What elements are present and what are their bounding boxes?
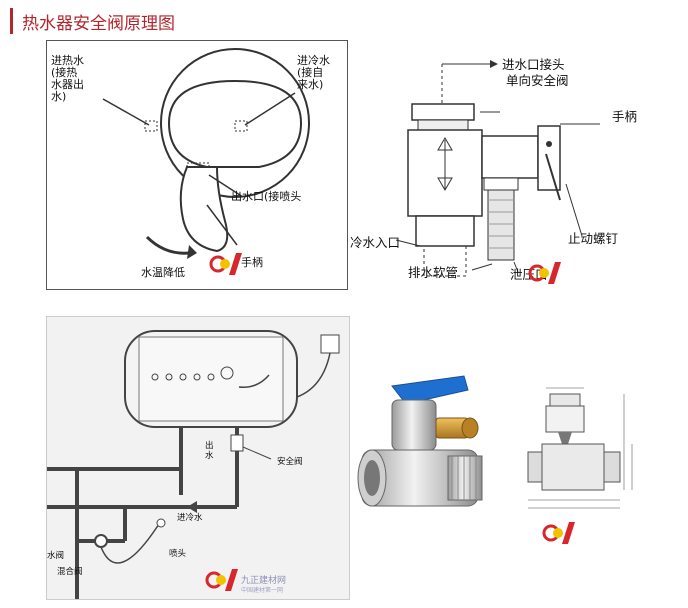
valve-photo-panel [352, 360, 502, 530]
shower-head [156, 518, 166, 528]
valve-photo [357, 375, 483, 507]
valve-top-body [391, 399, 437, 451]
valve-handle [545, 153, 561, 201]
watermark-logo-icon [542, 520, 576, 550]
stop-screw-pointer [565, 183, 583, 237]
valve-dimension-drawing [527, 387, 633, 509]
dim-right-port [603, 451, 621, 483]
label-cold-inlet: 冷水入口 [350, 235, 401, 250]
outlet-pointer [208, 174, 244, 198]
heater-front-panel [138, 336, 284, 422]
label-heater-safety-valve: 安全阀 [277, 457, 303, 467]
label-outlet: 出水口(接喷头 [231, 190, 302, 203]
mixing-valve-body [94, 534, 108, 548]
drain-hose-pointer [471, 263, 493, 271]
temp-arrow [145, 235, 190, 255]
watermark-logo-icon [209, 251, 243, 281]
watermark-text: 九正建材网 [241, 576, 287, 586]
label-temp-down: 水温降低 [141, 266, 185, 279]
faucet-lever [179, 166, 229, 253]
dim-upper-body [545, 405, 585, 433]
label-inlet-joint: 进水口接头 [502, 57, 565, 72]
heater-safety-valve [230, 434, 244, 452]
handle-pointer [206, 204, 238, 246]
valve-thread [417, 119, 469, 131]
label-mixing-valve: 混合阀 [57, 567, 83, 577]
valve-top-nut [411, 103, 475, 121]
drain-outlet-pointer [513, 261, 519, 273]
watermark-logo-icon [205, 567, 239, 597]
dim-top-nut [549, 393, 581, 407]
title-accent-bar [10, 8, 13, 34]
cold-inlet-pointer [244, 92, 296, 126]
hot-inlet-pointer [102, 98, 150, 126]
valve-dimension-panel [520, 382, 640, 552]
power-cord [296, 352, 331, 398]
valve-section-drawing [395, 60, 600, 277]
label-check-valve: 单向安全阀 [506, 73, 569, 88]
drain-fitting [483, 177, 519, 191]
label-drain-hose: 排水软管 [408, 265, 459, 280]
temp-arrow-head [187, 245, 197, 259]
faucet-diagram-panel: 进热水 (接热 水器出 水) 进冷水 (接自 来水) 出水口(接喷头 手柄 水温… [46, 40, 348, 290]
valve-section-panel: 进水口接头 单向安全阀 手柄 冷水入口 止动螺钉 排水软管 泄压口 [350, 40, 680, 290]
faucet-escutcheon [160, 48, 310, 198]
label-shower: 喷头 [169, 549, 187, 559]
page-title-bar: 热水器安全阀原理图 [10, 8, 175, 34]
stop-screw [546, 141, 552, 147]
power-socket [320, 334, 340, 354]
hot-inlet-port [144, 120, 158, 132]
safety-valve-pointer [242, 446, 272, 460]
valve-side-arm [481, 135, 539, 179]
cold-inlet-pipe [423, 245, 467, 277]
label-heater-outlet: 出 水 [205, 441, 214, 461]
blue-lever [391, 375, 469, 405]
heater-install-drawing [47, 330, 340, 599]
watermark-logo-icon [528, 260, 562, 290]
dim-main-body [541, 443, 605, 491]
page-title: 热水器安全阀原理图 [22, 13, 175, 34]
label-water-valve: 水阀 [47, 551, 65, 561]
label-cold-inlet: 进冷水 (接自 来水) [297, 54, 330, 91]
valve-handle-cap [537, 125, 561, 191]
cold-inlet-port [234, 120, 248, 132]
dim-left-port [527, 451, 543, 483]
heater-install-panel: 出 水 安全阀 进冷水 水阀 混合阀 喷头 九正建材网 中国建材第一网 [46, 316, 350, 600]
faucet-body [167, 79, 303, 168]
cold-inlet-pointer [395, 239, 421, 247]
label-handle: 手柄 [241, 256, 263, 269]
label-handle-2: 手柄 [612, 109, 638, 124]
cold-inlet-fitting [415, 215, 475, 247]
label-heater-inlet: 进冷水 [177, 513, 203, 523]
label-hot-inlet: 进热水 (接热 水器出 水) [51, 54, 84, 103]
faucet-drawing [102, 48, 310, 259]
heater-gauge [220, 366, 234, 380]
label-stop-screw: 止动螺钉 [568, 231, 619, 246]
watermark-subtext: 中国建材第一网 [241, 587, 284, 594]
